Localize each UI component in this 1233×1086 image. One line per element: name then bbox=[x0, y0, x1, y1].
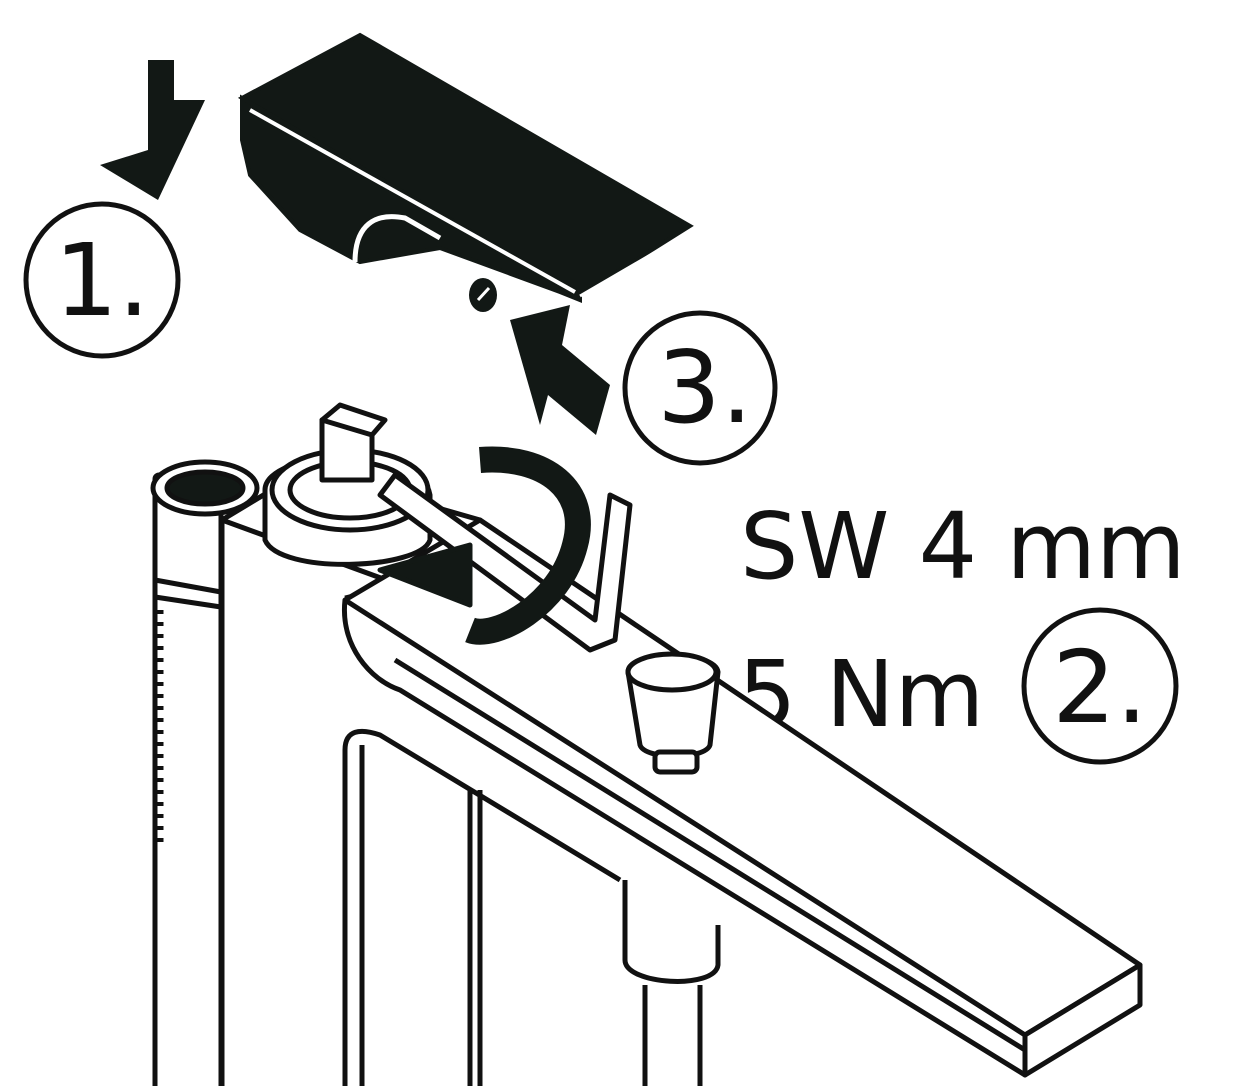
rotation-arrow-head bbox=[377, 542, 473, 608]
hand-shower-opening bbox=[164, 469, 246, 507]
lever-slot bbox=[352, 214, 442, 263]
hand-shower-ring bbox=[154, 577, 222, 595]
lever-side-edge bbox=[579, 230, 691, 298]
step-3-circle bbox=[622, 310, 778, 466]
step-2-badge: 2. bbox=[1021, 607, 1179, 765]
faucet-leg-left bbox=[342, 728, 622, 1086]
arrow-down-icon bbox=[100, 60, 205, 200]
faucet-body bbox=[150, 402, 1143, 1086]
diverter-knob-top bbox=[625, 651, 719, 693]
spout-side-line bbox=[393, 657, 1027, 1053]
step-2-label: 2. bbox=[1052, 629, 1147, 746]
allen-key-icon bbox=[377, 472, 633, 653]
hand-shower-ring-lower bbox=[154, 594, 222, 610]
arrow-screw-icon bbox=[510, 305, 610, 435]
step-1-circle bbox=[23, 201, 181, 359]
wrench-size-text: SW 4 mm bbox=[740, 493, 1186, 600]
cartridge-stem-top bbox=[319, 402, 388, 438]
hand-shower-column bbox=[152, 472, 224, 1086]
step-3-label: 3. bbox=[657, 329, 752, 446]
spout-fitting bbox=[622, 880, 721, 984]
rotation-arrow-icon bbox=[465, 446, 591, 645]
lever-handle bbox=[237, 32, 694, 312]
step-3-badge: 3. bbox=[622, 310, 778, 466]
step-1-label: 1. bbox=[54, 222, 149, 339]
step-2-circle bbox=[1021, 607, 1179, 765]
lever-edge-highlight bbox=[249, 108, 576, 294]
set-screw-slot bbox=[476, 286, 491, 302]
spout-side-face bbox=[341, 599, 1028, 1078]
diverter-knob-base bbox=[652, 749, 700, 775]
step-1-badge: 1. bbox=[23, 201, 181, 359]
